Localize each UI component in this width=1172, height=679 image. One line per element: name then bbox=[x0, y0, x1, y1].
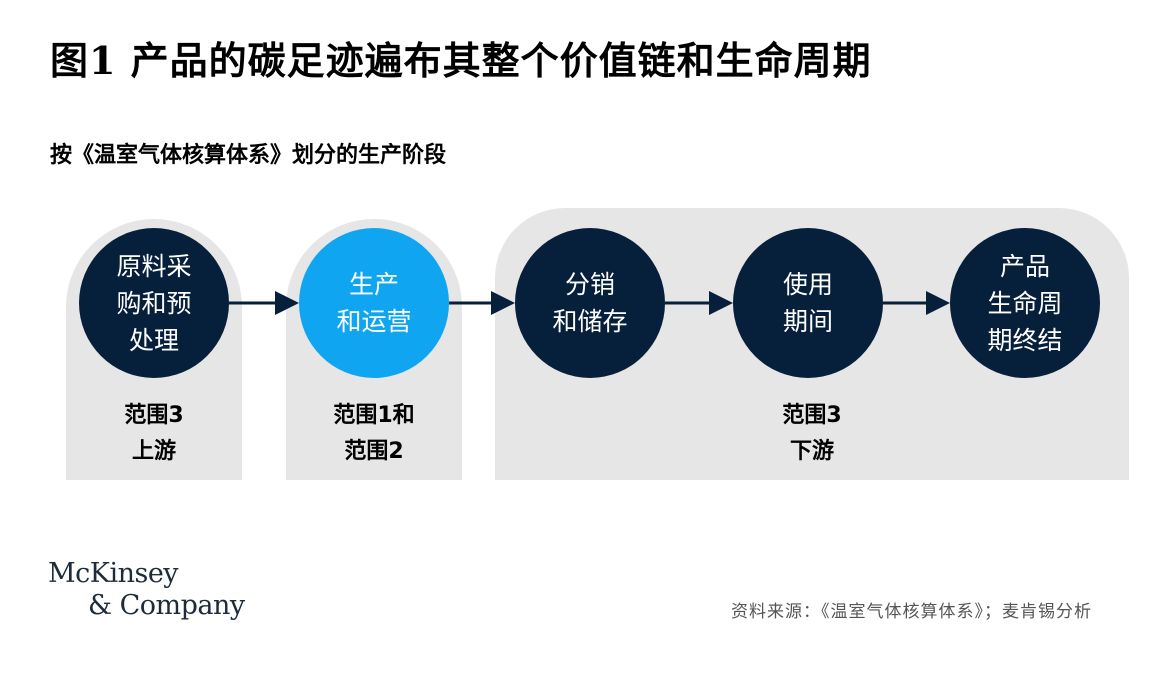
source-note: 资料来源：《温室气体核算体系》；麦肯锡分析 bbox=[731, 602, 1092, 622]
stage-production: 生产 和运营 bbox=[299, 228, 449, 378]
stage-raw-material: 原料采 购和预 处理 bbox=[79, 228, 229, 378]
logo-line-1: McKinsey bbox=[48, 558, 179, 589]
page-subtitle: 按《温室气体核算体系》划分的生产阶段 bbox=[50, 142, 447, 168]
scope-label-upstream: 范围3 上游 bbox=[124, 403, 184, 464]
stage-distribution: 分销 和储存 bbox=[515, 228, 665, 378]
mckinsey-logo: McKinsey & Company bbox=[48, 558, 245, 622]
logo-line-2: & Company bbox=[88, 590, 245, 621]
stage-use: 使用 期间 bbox=[733, 228, 883, 378]
stage-end-of-life: 产品 生命周 期终结 bbox=[950, 228, 1100, 378]
page-title: 图1 产品的碳足迹遍布其整个价值链和生命周期 bbox=[50, 38, 872, 83]
scope-label-downstream: 范围3 下游 bbox=[782, 403, 842, 464]
scope-label-1-2: 范围1和 范围2 bbox=[333, 403, 415, 464]
